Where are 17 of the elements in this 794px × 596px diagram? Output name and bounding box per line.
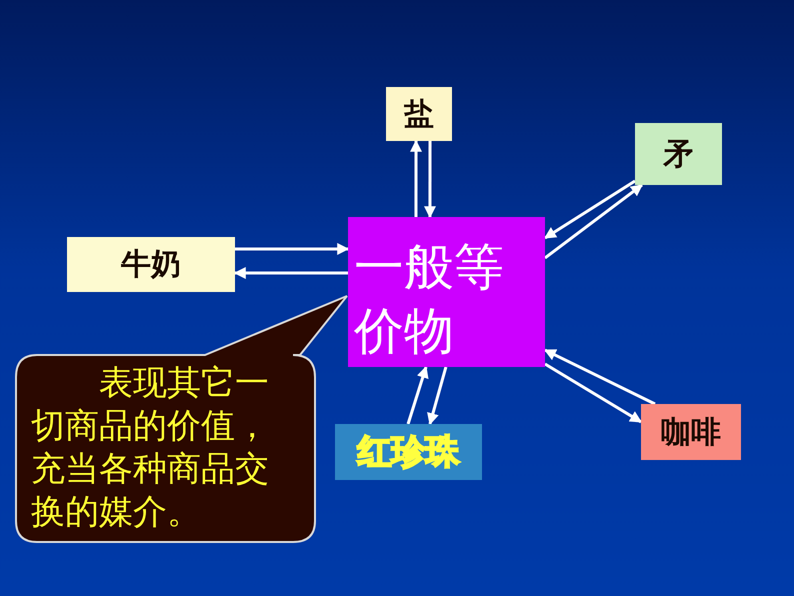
arrow (410, 140, 422, 217)
arrow (544, 180, 636, 240)
item-box: 咖啡 (641, 404, 741, 460)
arrow (234, 267, 348, 280)
arrow (544, 184, 643, 260)
item-box: 红珍珠 (335, 424, 482, 480)
arrow (406, 366, 428, 424)
arrow (427, 366, 448, 426)
arrow (544, 362, 642, 424)
callout-text: 表现其它一切商品的价值，充当各种商品交换的媒介。 (31, 362, 270, 534)
arrow (424, 141, 436, 218)
item-box: 牛奶 (67, 237, 235, 292)
item-box: 盐 (386, 87, 452, 141)
arrow (544, 348, 656, 406)
item-box: 矛 (635, 123, 722, 185)
center-box: 一般等价物 (348, 217, 545, 367)
arrow (235, 242, 350, 255)
